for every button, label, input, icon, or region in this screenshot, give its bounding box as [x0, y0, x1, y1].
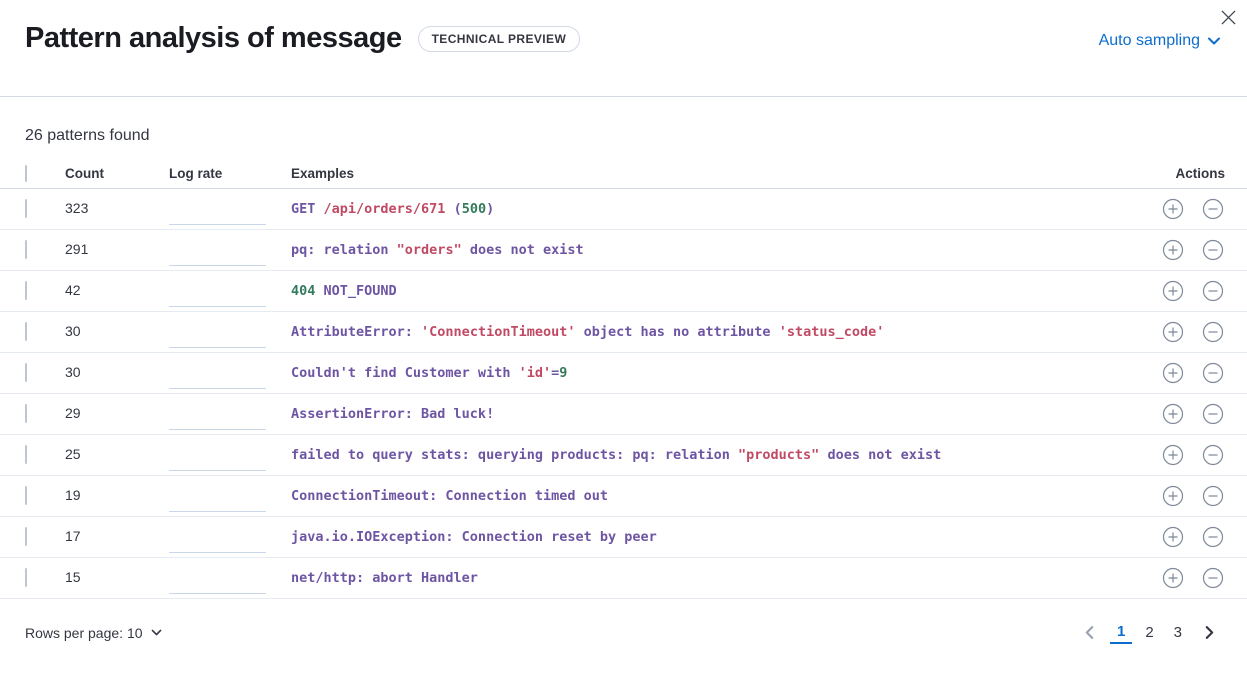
filter-out-icon[interactable]: [1201, 361, 1225, 385]
table-body: 323 GET /api/orders/671 (500) 291 pq: relat…: [0, 189, 1247, 599]
log-rate-sparkline: [169, 398, 266, 430]
technical-preview-badge: TECHNICAL PREVIEW: [417, 25, 581, 52]
filter-out-icon[interactable]: [1201, 484, 1225, 508]
filter-out-icon[interactable]: [1201, 238, 1225, 262]
row-count: 15: [65, 569, 81, 585]
row-checkbox[interactable]: [25, 199, 27, 218]
table-row: 17 java.io.IOException: Connection reset …: [0, 517, 1247, 558]
filter-out-icon[interactable]: [1201, 197, 1225, 221]
example-text: Couldn't find Customer with 'id'=9: [291, 365, 568, 381]
row-checkbox[interactable]: [25, 445, 27, 464]
row-count: 25: [65, 446, 81, 462]
filter-in-icon[interactable]: [1161, 238, 1185, 262]
row-checkbox[interactable]: [25, 527, 27, 546]
patterns-found-summary: 26 patterns found: [25, 127, 150, 144]
row-checkbox[interactable]: [25, 486, 27, 505]
filter-in-icon[interactable]: [1161, 402, 1185, 426]
example-text: AssertionError: Bad luck!: [291, 406, 495, 422]
table-row: 30 AttributeError: 'ConnectionTimeout' ob…: [0, 312, 1247, 353]
filter-out-icon[interactable]: [1201, 525, 1225, 549]
example-text: java.io.IOException: Connection reset by…: [291, 529, 657, 545]
log-rate-sparkline: [169, 193, 266, 225]
log-rate-sparkline: [169, 234, 266, 266]
rows-per-page-selector[interactable]: Rows per page: 10: [25, 625, 163, 641]
filter-out-icon[interactable]: [1201, 279, 1225, 303]
filter-out-icon[interactable]: [1201, 566, 1225, 590]
log-rate-sparkline: [169, 275, 266, 307]
row-checkbox[interactable]: [25, 568, 27, 587]
table-row: 323 GET /api/orders/671 (500): [0, 189, 1247, 230]
example-text: pq: relation "orders" does not exist: [291, 242, 584, 258]
next-page-icon[interactable]: [1197, 624, 1222, 641]
table-row: 291 pq: relation "orders" does not exist: [0, 230, 1247, 271]
filter-out-icon[interactable]: [1201, 443, 1225, 467]
row-count: 30: [65, 323, 81, 339]
table-row: 42 404 NOT_FOUND: [0, 271, 1247, 312]
row-count: 29: [65, 405, 81, 421]
log-rate-sparkline: [169, 521, 266, 553]
row-checkbox[interactable]: [25, 404, 27, 423]
page-button-3[interactable]: 3: [1167, 622, 1189, 643]
log-rate-sparkline: [169, 357, 266, 389]
filter-in-icon[interactable]: [1161, 279, 1185, 303]
table-row: 19 ConnectionTimeout: Connection timed ou…: [0, 476, 1247, 517]
chevron-down-icon: [1206, 33, 1222, 49]
page-button-2[interactable]: 2: [1138, 622, 1160, 643]
previous-page-icon[interactable]: [1077, 624, 1102, 641]
row-count: 30: [65, 364, 81, 380]
column-header-count: Count: [65, 166, 104, 181]
log-rate-sparkline: [169, 562, 266, 594]
flyout-content: 26 patterns found Count Log rate Example…: [0, 97, 1247, 644]
example-text: 404 NOT_FOUND: [291, 283, 397, 299]
filter-in-icon[interactable]: [1161, 443, 1185, 467]
example-text: ConnectionTimeout: Connection timed out: [291, 488, 608, 504]
log-rate-sparkline: [169, 439, 266, 471]
row-checkbox[interactable]: [25, 281, 27, 300]
example-text: net/http: abort Handler: [291, 570, 478, 586]
table-header-row: Count Log rate Examples Actions: [0, 159, 1247, 189]
log-rate-sparkline: [169, 480, 266, 512]
filter-in-icon[interactable]: [1161, 484, 1185, 508]
row-count: 19: [65, 487, 81, 503]
example-text: GET /api/orders/671 (500): [291, 201, 495, 217]
column-header-examples: Examples: [291, 166, 355, 181]
table-row: 30 Couldn't find Customer with 'id'=9: [0, 353, 1247, 394]
table-row: 25 failed to query stats: querying produc…: [0, 435, 1247, 476]
rows-per-page-label: Rows per page: 10: [25, 624, 143, 641]
close-icon[interactable]: [1215, 4, 1241, 30]
filter-out-icon[interactable]: [1201, 402, 1225, 426]
example-text: failed to query stats: querying products…: [291, 447, 942, 463]
row-count: 323: [65, 200, 89, 216]
example-text: AttributeError: 'ConnectionTimeout' obje…: [291, 324, 885, 340]
filter-in-icon[interactable]: [1161, 566, 1185, 590]
select-all-checkbox[interactable]: [25, 165, 27, 182]
chevron-down-icon: [150, 626, 163, 639]
filter-in-icon[interactable]: [1161, 525, 1185, 549]
table-row: 15 net/http: abort Handler: [0, 558, 1247, 599]
row-checkbox[interactable]: [25, 240, 27, 259]
filter-out-icon[interactable]: [1201, 320, 1225, 344]
table-row: 29 AssertionError: Bad luck!: [0, 394, 1247, 435]
row-checkbox[interactable]: [25, 363, 27, 382]
page-button-1[interactable]: 1: [1109, 621, 1133, 644]
row-checkbox[interactable]: [25, 322, 27, 341]
filter-in-icon[interactable]: [1161, 320, 1185, 344]
column-header-actions: Actions: [1175, 166, 1225, 181]
row-count: 291: [65, 241, 89, 257]
filter-in-icon[interactable]: [1161, 361, 1185, 385]
sampling-label: Auto sampling: [1098, 32, 1200, 49]
log-rate-sparkline: [169, 316, 266, 348]
page-title: Pattern analysis of message: [25, 22, 402, 54]
row-count: 42: [65, 282, 81, 298]
filter-in-icon[interactable]: [1161, 197, 1185, 221]
column-header-log-rate: Log rate: [169, 166, 223, 181]
row-count: 17: [65, 528, 81, 544]
flyout-header: Pattern analysis of message TECHNICAL PR…: [0, 0, 1247, 97]
sampling-dropdown[interactable]: Auto sampling: [1099, 32, 1222, 50]
